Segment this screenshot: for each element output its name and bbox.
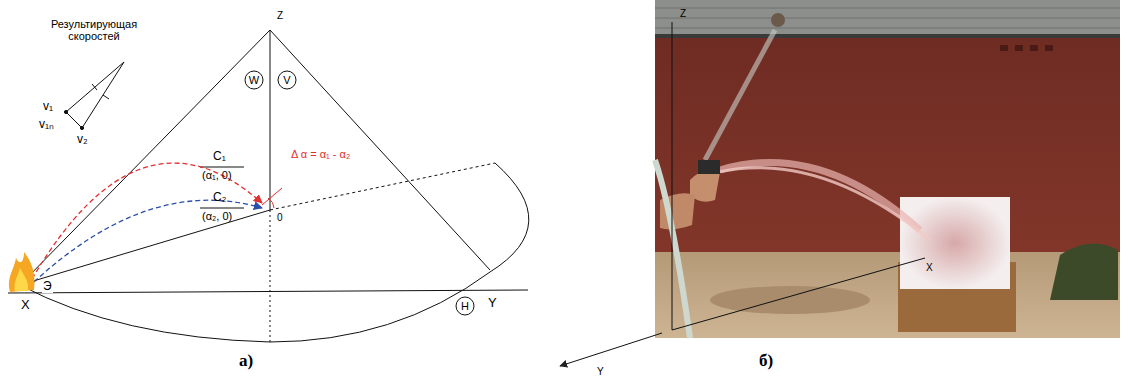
axis-name: Y — [487, 296, 498, 310]
axis-name: X — [20, 298, 31, 312]
point-name: C₁ — [212, 150, 227, 163]
vector-name: v₁ — [42, 100, 54, 113]
circle-letter: H — [461, 301, 469, 312]
panel-letter: б) — [758, 352, 774, 371]
axis-name: Z — [276, 10, 284, 21]
point-coords: (α₁, 0) — [201, 169, 233, 181]
origin-name: 0 — [276, 212, 284, 223]
velocity-triangle — [64, 62, 124, 130]
circle-marker: W — [244, 70, 264, 90]
trajectory-c1 — [32, 163, 262, 279]
circle-letter: W — [249, 75, 259, 86]
axis-name: Y — [596, 366, 605, 377]
circle-marker: V — [277, 70, 297, 90]
circle-letter: V — [283, 75, 290, 86]
legend-note: Результирующая скоростей — [28, 18, 160, 42]
circle-marker: H — [455, 296, 475, 316]
point-coords: (α₂, 0) — [201, 210, 233, 222]
axis-name: Z — [679, 8, 687, 19]
vector-name: v₁ₙ — [38, 118, 55, 131]
point-name: C₂ — [212, 191, 227, 204]
photo — [655, 0, 1120, 338]
fire-icon — [9, 252, 35, 292]
point-name: Э — [42, 280, 53, 293]
angle-formula: Δ α = α₁ - α₂ — [290, 148, 351, 160]
trajectory-c2 — [34, 200, 262, 282]
axis-name: X — [925, 262, 934, 273]
vector-name: v₂ — [76, 133, 89, 146]
axes-figure — [8, 30, 529, 345]
angle-arc — [268, 198, 274, 208]
photo-axes — [560, 22, 925, 366]
panel-letter: а) — [238, 352, 254, 371]
